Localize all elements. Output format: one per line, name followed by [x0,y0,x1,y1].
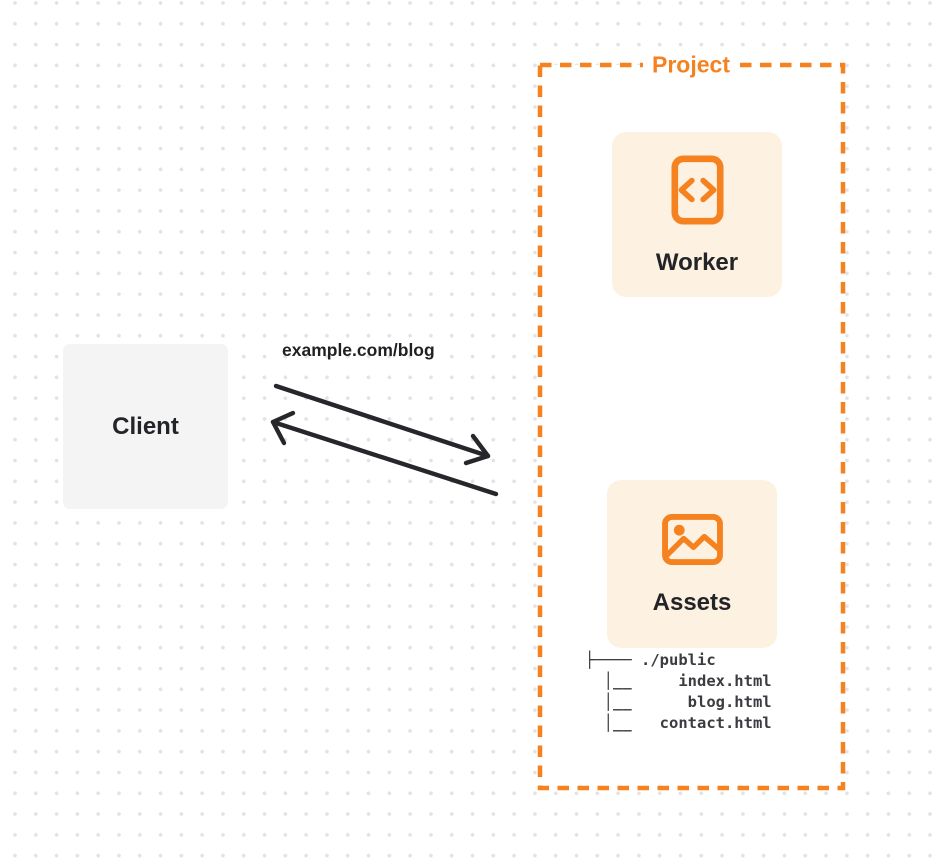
request-arrow-line [273,383,491,459]
worker-label: Worker [655,248,739,276]
project-title: Project [643,52,739,78]
assets-file-tree: ├──── ./public │__ index.html │__ blog.h… [585,650,772,734]
file-tree-item-index: │__ index.html [585,672,772,690]
code-file-icon [670,154,724,225]
file-tree-item-contact: │__ contact.html [585,714,772,732]
request-url-label: example.com/blog [282,340,435,360]
assets-card: Assets [607,480,777,648]
image-icon [661,513,723,565]
client-label: Client [112,412,179,440]
response-arrow-line [270,419,499,497]
response-arrowhead-icon [270,410,296,446]
client-card: Client [63,344,228,509]
file-tree-item-blog: │__ blog.html [585,693,772,711]
assets-label: Assets [652,588,732,616]
request-arrowhead-icon [463,433,491,466]
worker-card: Worker [612,132,782,297]
file-tree-root: ├──── ./public [585,651,716,669]
